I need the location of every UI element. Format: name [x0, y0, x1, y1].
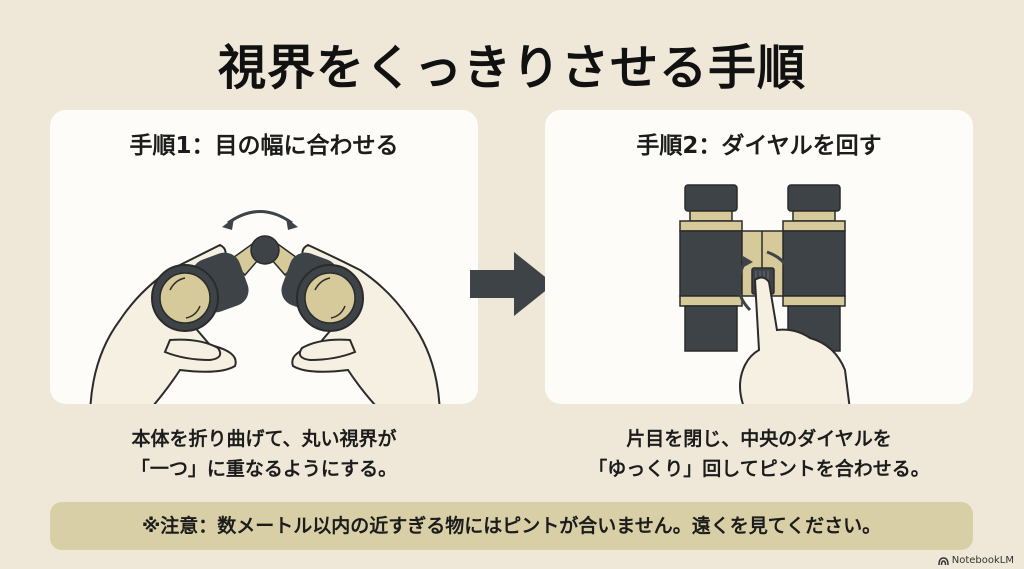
step-2-heading: 手順2：ダイヤルを回す [636, 133, 882, 159]
hands-holding-binoculars-icon [89, 210, 441, 404]
notebooklm-logo-icon [938, 557, 949, 565]
step-2-card: 手順2：ダイヤルを回す [545, 110, 973, 404]
page-title: 視界をくっきりさせる手順 [217, 40, 806, 96]
brand-label: NotebookLM [951, 555, 1014, 566]
caution-notice: ※注意：数メートル以内の近すぎる物にはピントが合いません。遠くを見てください。 [50, 502, 973, 550]
step-2-description: 片目を閉じ、中央のダイヤルを 「ゆっくり」回してピントを合わせる。 [545, 424, 973, 484]
finger-turning-dial-icon [679, 184, 851, 404]
step-1-description-line-1: 本体を折り曲げて、丸い視界が [131, 428, 397, 450]
step-2-description-line-1: 片目を閉じ、中央のダイヤルを [626, 428, 892, 450]
step-1-heading: 手順1：目の幅に合わせる [129, 133, 399, 159]
step-2-description-line-2: 「ゆっくり」回してピントを合わせる。 [588, 458, 930, 480]
right-arrow-icon [470, 252, 554, 316]
step-1-card: 手順1：目の幅に合わせる [50, 110, 478, 404]
step-1-description-line-2: 「一つ」に重なるようにする。 [130, 458, 398, 480]
brand-watermark: NotebookLM [938, 555, 1014, 566]
step-1-description: 本体を折り曲げて、丸い視界が 「一つ」に重なるようにする。 [50, 424, 478, 484]
